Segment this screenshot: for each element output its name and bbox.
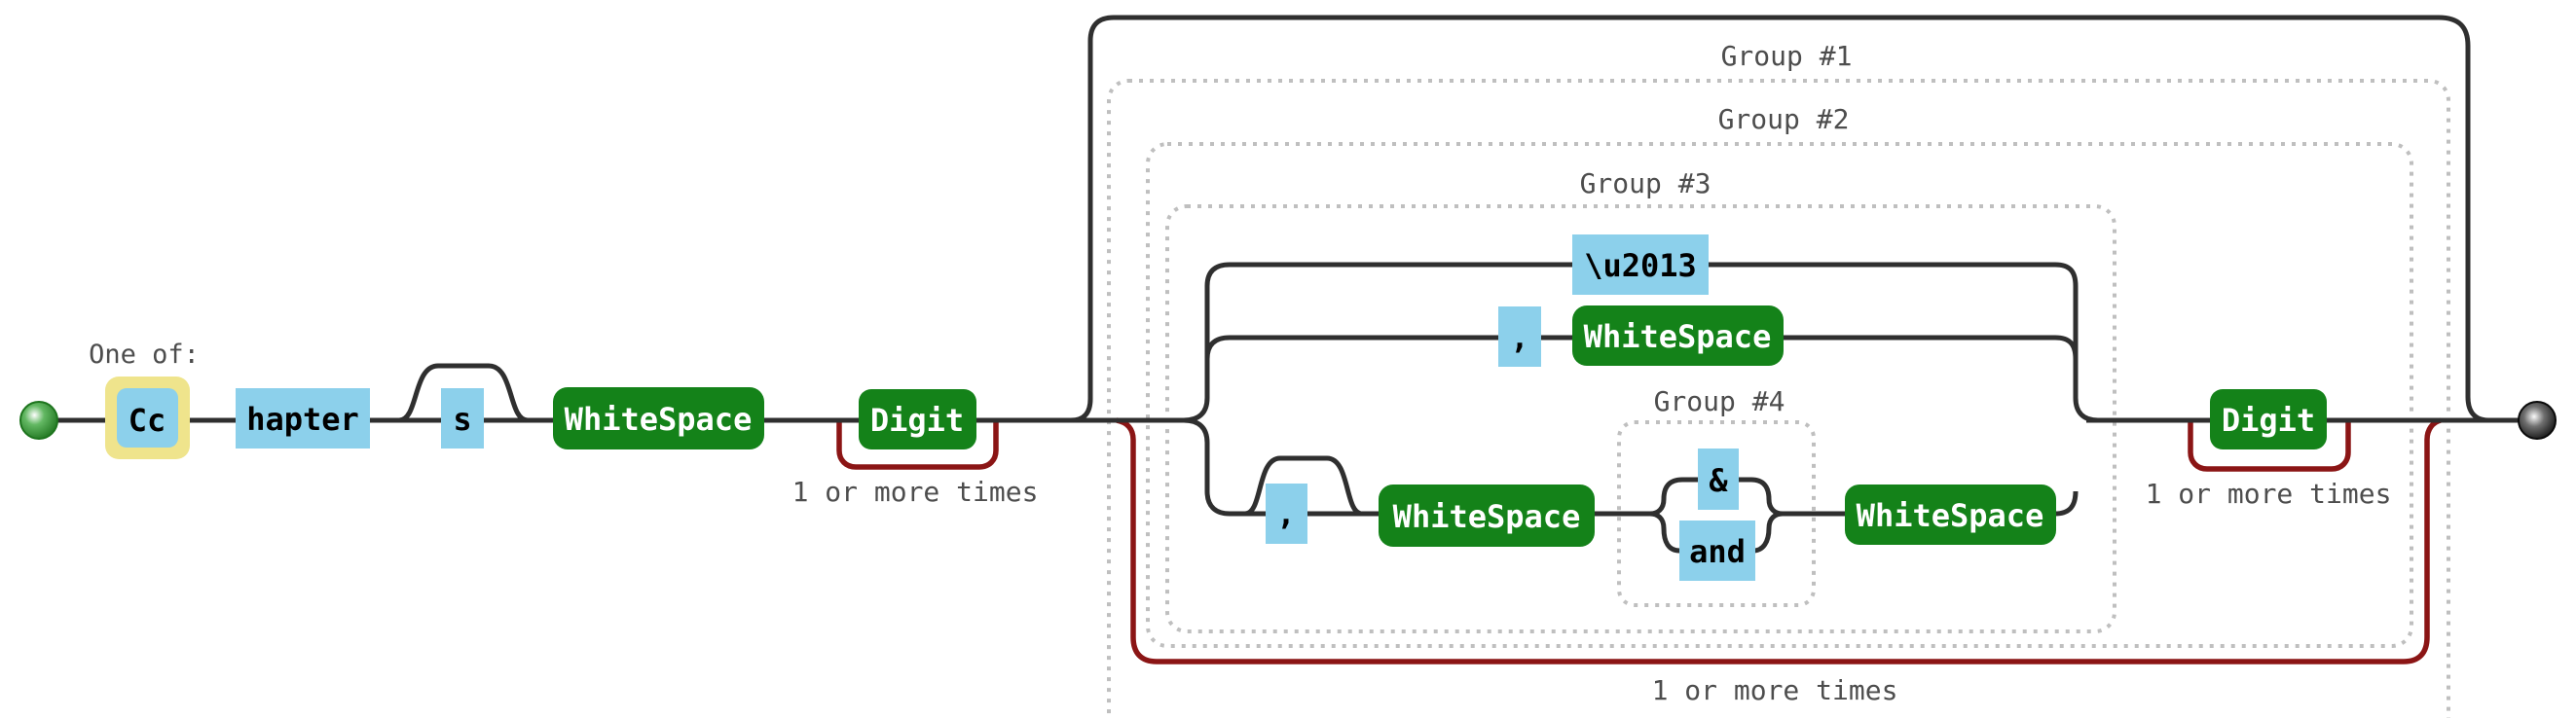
repeat-loop-group [1116, 417, 2442, 664]
wire-skip-comma-row3 [1244, 455, 1363, 517]
class-whitespace-row2-label: WhiteSpace [1584, 318, 1772, 355]
literal-box-cc [117, 388, 178, 448]
class-box-whitespace-row3-before [1379, 485, 1595, 547]
literal-and-label: and [1689, 533, 1746, 570]
literal-box-and [1679, 521, 1755, 581]
class-digit-main-label: Digit [870, 402, 964, 439]
literal-box-s [441, 388, 484, 449]
literal-comma-row3-label: , [1276, 495, 1295, 532]
literal-ampersand-label: & [1709, 462, 1728, 499]
wire-alt-merge-top [2054, 262, 2099, 423]
wire-group4-merge-down [1752, 511, 1784, 554]
wire-alt-merge-row2 [2054, 335, 2079, 360]
repeat-digit-group-label: 1 or more times [2146, 478, 2392, 510]
literal-hapter-label: hapter [246, 401, 359, 438]
class-box-digit-group [2210, 389, 2327, 449]
wire-skip-group [1070, 15, 2489, 423]
literal-s-label: s [453, 401, 471, 438]
literal-box-ampersand [1698, 449, 1739, 510]
class-box-whitespace-row3-after [1845, 485, 2056, 545]
class-digit-group-label: Digit [2222, 402, 2315, 439]
start-node [19, 401, 58, 440]
one-of-label: One of: [89, 340, 200, 370]
wire-alt-split-down [1183, 417, 1231, 517]
literal-box-comma-row2 [1498, 306, 1541, 367]
literal-box-comma-row3 [1266, 484, 1307, 544]
class-box-whitespace-main [553, 387, 764, 449]
wire-alt-merge-row3 [2054, 490, 2079, 517]
wire-group4-split-down [1649, 511, 1680, 554]
class-box-digit-main [859, 389, 976, 449]
group-2-box [1146, 142, 2413, 648]
class-box-whitespace-row2 [1572, 305, 1784, 366]
group-2-label: Group #2 [1718, 103, 1850, 135]
wire-skip-s [398, 363, 529, 423]
group-1-label: Group #1 [1721, 40, 1853, 72]
repeat-digit-main-label: 1 or more times [792, 476, 1039, 508]
literal-box-hapter [236, 388, 370, 449]
literal-cc-label: Cc [129, 402, 166, 439]
wire-alt-split-row2 [1204, 335, 1231, 360]
class-whitespace-main-label: WhiteSpace [565, 401, 753, 438]
literal-comma-row2-label: , [1510, 319, 1528, 356]
wire-group4-split-up [1649, 477, 1698, 517]
repeat-loop-digit-group [2188, 420, 2351, 472]
wire-group4-merge-up [1736, 477, 1784, 517]
class-whitespace-row3-after-label: WhiteSpace [1857, 497, 2044, 534]
wire-alt-split-up [1183, 262, 1231, 423]
literal-endash-label: \u2013 [1584, 247, 1697, 284]
repeat-group-bottom-label: 1 or more times [1652, 674, 1898, 706]
group-3-label: Group #3 [1580, 167, 1711, 199]
group-4-label: Group #4 [1654, 385, 1785, 417]
end-node [2518, 401, 2557, 440]
repeat-loop-digit-main [836, 420, 999, 470]
class-whitespace-row3-before-label: WhiteSpace [1393, 498, 1581, 535]
literal-box-endash [1572, 234, 1709, 295]
